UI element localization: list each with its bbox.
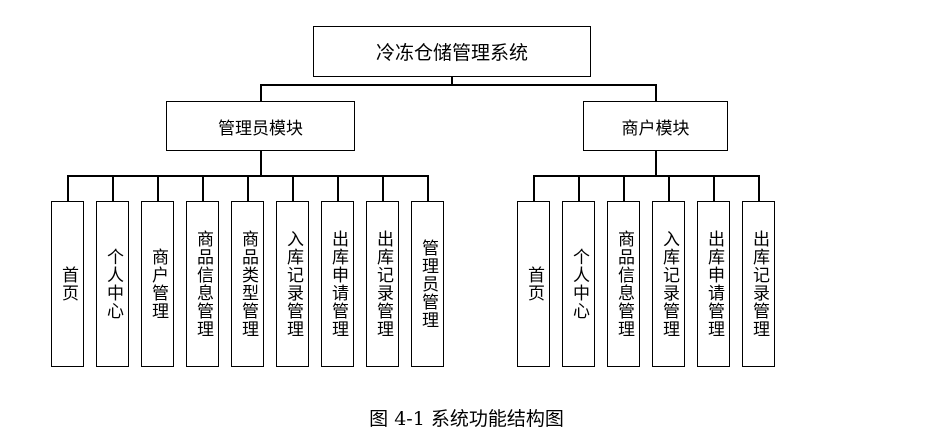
merchant-child-drop <box>533 175 535 201</box>
merchant-module-node: 商户模块 <box>583 101 728 151</box>
merchant-stem <box>655 151 657 176</box>
merchant-child-drop <box>668 175 670 201</box>
admin-child-drop <box>427 175 429 201</box>
admin-child-drop <box>157 175 159 201</box>
merchant-child-drop <box>578 175 580 201</box>
admin-child-drop <box>382 175 384 201</box>
admin-child-drop <box>112 175 114 201</box>
admin-leaf-inbound-records: 入库记录管理 <box>276 201 309 367</box>
admin-drop <box>260 84 262 101</box>
admin-leaf-product-type: 商品类型管理 <box>231 201 264 367</box>
admin-child-drop <box>292 175 294 201</box>
root-node: 冷冻仓储管理系统 <box>313 26 591 77</box>
admin-leaf-merchant-mgmt: 商户管理 <box>141 201 174 367</box>
merchant-leaf-outbound-requests: 出库申请管理 <box>697 201 730 367</box>
admin-leaf-outbound-records: 出库记录管理 <box>366 201 399 367</box>
root-connector <box>451 77 453 85</box>
admin-module-node: 管理员模块 <box>166 101 355 151</box>
admin-leaf-admin-mgmt: 管理员管理 <box>411 201 444 367</box>
admin-leaf-profile: 个人中心 <box>96 201 129 367</box>
merchant-leaf-product-info: 商品信息管理 <box>607 201 640 367</box>
admin-leaf-home: 首页 <box>51 201 84 367</box>
merchant-leaf-inbound-records: 入库记录管理 <box>652 201 685 367</box>
merchant-child-drop <box>713 175 715 201</box>
merchant-leaf-home: 首页 <box>517 201 550 367</box>
merchant-leaf-outbound-records: 出库记录管理 <box>742 201 775 367</box>
admin-leaf-product-info: 商品信息管理 <box>186 201 219 367</box>
admin-stem <box>260 151 262 176</box>
admin-leaf-outbound-requests: 出库申请管理 <box>321 201 354 367</box>
admin-child-drop <box>67 175 69 201</box>
merchant-children-bus <box>533 175 760 177</box>
admin-child-drop <box>202 175 204 201</box>
figure-caption: 图 4-1 系统功能结构图 <box>369 408 564 430</box>
merchant-child-drop <box>758 175 760 201</box>
merchant-drop <box>655 84 657 101</box>
merchant-leaf-profile: 个人中心 <box>562 201 595 367</box>
module-bus <box>260 84 656 86</box>
admin-child-drop <box>337 175 339 201</box>
merchant-child-drop <box>623 175 625 201</box>
admin-child-drop <box>247 175 249 201</box>
